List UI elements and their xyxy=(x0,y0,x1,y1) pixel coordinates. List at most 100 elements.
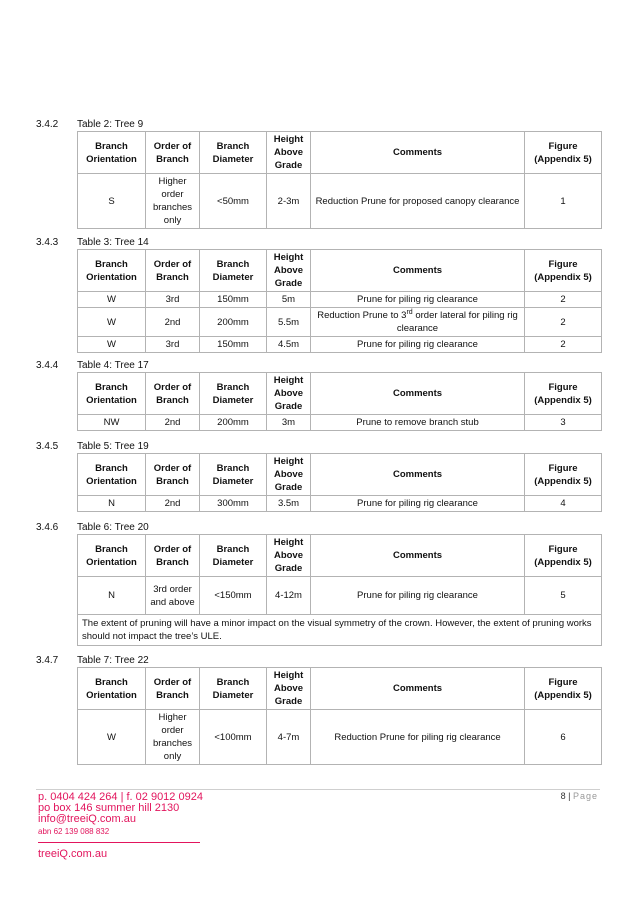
column-header: Branch Diameter xyxy=(199,534,267,577)
page-number: 8 | Page xyxy=(560,791,598,801)
column-header: Height Above Grade xyxy=(266,372,311,415)
table-cell: 3.5m xyxy=(266,495,311,512)
column-header: Comments xyxy=(310,131,525,174)
table-cell: 2 xyxy=(524,307,602,337)
table-cell: N xyxy=(77,495,146,512)
table-cell: <50mm xyxy=(199,173,267,229)
table-cell: 2-3m xyxy=(266,173,311,229)
table-cell: 2 xyxy=(524,336,602,353)
table-cell: 2 xyxy=(524,291,602,308)
footer-po-box: po box 146 summer hill 2130 xyxy=(38,802,180,814)
table-cell: 3rd xyxy=(145,336,200,353)
column-header: Branch Diameter xyxy=(199,372,267,415)
table-cell: Reduction Prune for proposed canopy clea… xyxy=(310,173,525,229)
column-header: Comments xyxy=(310,249,525,292)
section-number: 3.4.7 xyxy=(36,655,59,666)
column-header: Comments xyxy=(310,372,525,415)
column-header: Branch Orientation xyxy=(77,534,146,577)
table-cell: 5m xyxy=(266,291,311,308)
table-caption: Table 7: Tree 22 xyxy=(77,655,149,666)
column-header: Branch Orientation xyxy=(77,372,146,415)
table-cell: <150mm xyxy=(199,576,267,615)
column-header: Order of Branch xyxy=(145,667,200,710)
column-header: Branch Orientation xyxy=(77,667,146,710)
footer-email[interactable]: info@treeiQ.com.au xyxy=(38,813,136,825)
table-cell: 1 xyxy=(524,173,602,229)
column-header: Branch Orientation xyxy=(77,249,146,292)
table-cell: S xyxy=(77,173,146,229)
table-cell: Prune for piling rig clearance xyxy=(310,576,525,615)
column-header: Branch Orientation xyxy=(77,131,146,174)
column-header: Branch Diameter xyxy=(199,249,267,292)
column-header: Height Above Grade xyxy=(266,453,311,496)
column-header: Order of Branch xyxy=(145,453,200,496)
footer-brand-rule xyxy=(38,842,200,843)
column-header: Order of Branch xyxy=(145,131,200,174)
section-heading: 3.4.7 Table 7: Tree 22 xyxy=(36,654,604,667)
table-cell: 300mm xyxy=(199,495,267,512)
table-cell: 4-7m xyxy=(266,709,311,765)
table-cell: 200mm xyxy=(199,414,267,431)
column-header: Height Above Grade xyxy=(266,534,311,577)
column-header: Order of Branch xyxy=(145,372,200,415)
table-cell: Prune to remove branch stub xyxy=(310,414,525,431)
table-cell: Prune for piling rig clearance xyxy=(310,291,525,308)
column-header: Comments xyxy=(310,534,525,577)
section-number: 3.4.6 xyxy=(36,522,59,533)
table-cell: Higher order branches only xyxy=(145,173,200,229)
table-cell: 2nd xyxy=(145,495,200,512)
section-number: 3.4.5 xyxy=(36,441,59,452)
table-cell: 4 xyxy=(524,495,602,512)
column-header: Height Above Grade xyxy=(266,249,311,292)
table-cell: 5 xyxy=(524,576,602,615)
table-cell: 4-12m xyxy=(266,576,311,615)
table-cell: 3rd xyxy=(145,291,200,308)
table-cell: 200mm xyxy=(199,307,267,337)
footer-divider xyxy=(36,789,600,790)
column-header: Height Above Grade xyxy=(266,667,311,710)
table-cell: 2nd xyxy=(145,414,200,431)
column-header: Order of Branch xyxy=(145,534,200,577)
section-heading: 3.4.6 Table 6: Tree 20 xyxy=(36,521,604,534)
comment-text: Reduction Prune to 3 xyxy=(317,310,407,321)
table-cell: 150mm xyxy=(199,291,267,308)
table-cell: 3rd order and above xyxy=(145,576,200,615)
column-header: Figure (Appendix 5) xyxy=(524,372,602,415)
column-header: Comments xyxy=(310,453,525,496)
table-caption: Table 6: Tree 20 xyxy=(77,522,149,533)
section-number: 3.4.4 xyxy=(36,360,59,371)
table-cell: W xyxy=(77,291,146,308)
table-cell: W xyxy=(77,709,146,765)
table-cell: Prune for piling rig clearance xyxy=(310,336,525,353)
footer-abn: abn 62 139 088 832 xyxy=(38,827,110,836)
footer-website[interactable]: treeiQ.com.au xyxy=(38,848,108,860)
table-cell: 3 xyxy=(524,414,602,431)
table-cell: Reduction Prune for piling rig clearance xyxy=(310,709,525,765)
column-header: Branch Orientation xyxy=(77,453,146,496)
